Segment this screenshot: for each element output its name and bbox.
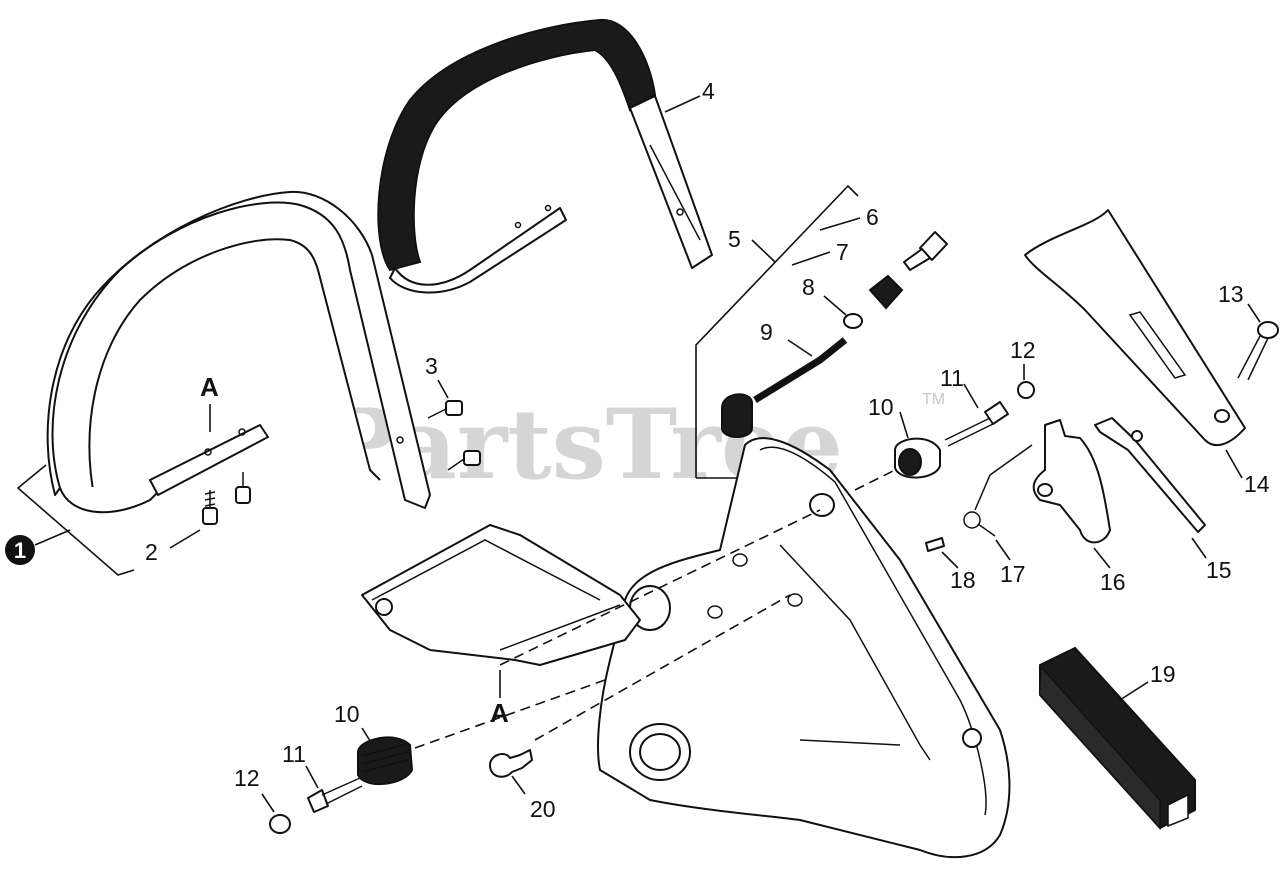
callout-17-leader: [995, 539, 1011, 561]
callout-10-lower[interactable]: 10: [334, 701, 360, 727]
callout-13[interactable]: 13: [1218, 281, 1244, 307]
part-12-lower-washer[interactable]: [269, 814, 291, 834]
kit-bracket-5-9: [695, 184, 859, 478]
callout-14[interactable]: 14: [1244, 471, 1270, 497]
callout-1-leader: [34, 529, 71, 546]
part-13-screw[interactable]: [1237, 321, 1279, 381]
callout-16-leader: [1093, 547, 1111, 569]
part-17-spring[interactable]: [963, 444, 1033, 537]
callout-5[interactable]: 5: [728, 226, 741, 252]
callout-4-leader: [664, 95, 701, 113]
callout-4[interactable]: 4: [702, 78, 715, 104]
callout-12-lower-leader: [261, 793, 275, 813]
callout-6-leader: [819, 217, 861, 231]
rear-handle-body[interactable]: [361, 437, 1011, 859]
part-19-grip[interactable]: [1039, 646, 1196, 830]
callout-6[interactable]: 6: [866, 204, 879, 230]
callout-12-lower[interactable]: 12: [234, 765, 260, 791]
callout-8[interactable]: 8: [802, 274, 815, 300]
callout-11-upper-leader: [963, 383, 979, 409]
part-11-lower-bolt[interactable]: [307, 777, 363, 813]
part-20-fitting[interactable]: [489, 749, 533, 778]
callout-2[interactable]: 2: [145, 539, 158, 565]
part-8-ring[interactable]: [843, 313, 863, 329]
callout-18-leader: [941, 551, 959, 569]
callout-20-leader: [511, 775, 526, 795]
part-15-lever[interactable]: [1094, 417, 1206, 533]
reference-mark-a-upper: A: [200, 372, 219, 402]
callout-7[interactable]: 7: [836, 239, 849, 265]
callout-1-label: 1: [14, 538, 26, 563]
reference-mark-a-lower: A: [490, 698, 509, 728]
assembly-line-upper: [854, 469, 896, 491]
part-2-screws[interactable]: [202, 472, 251, 525]
part-14-handle-cover[interactable]: [1024, 209, 1246, 447]
callout-8-leader: [823, 295, 847, 316]
callout-3[interactable]: 3: [425, 353, 438, 379]
watermark-trademark: TM: [922, 391, 945, 408]
callout-16[interactable]: 16: [1100, 569, 1126, 595]
assembly-line-lower: [414, 679, 606, 749]
callout-1[interactable]: 1: [5, 535, 35, 565]
part-10-upper-mount[interactable]: [894, 437, 941, 479]
assembly-line-20: [534, 594, 791, 741]
callout-11-upper[interactable]: 11: [940, 365, 964, 391]
part-4-top-handle[interactable]: [377, 18, 713, 294]
callout-15-leader: [1191, 537, 1207, 559]
callout-11-lower-leader: [305, 765, 319, 789]
part-1-front-guard[interactable]: [46, 190, 431, 514]
callout-11-lower[interactable]: 11: [282, 741, 306, 767]
part-12-upper-washer[interactable]: [1017, 381, 1035, 399]
callout-10-lower-leader: [361, 727, 373, 745]
part-7-grommet[interactable]: [868, 274, 904, 310]
callout-3-leader: [437, 379, 449, 399]
part-16-trigger[interactable]: [1032, 419, 1111, 544]
callout-13-leader: [1247, 303, 1261, 323]
part-11-upper-bolt[interactable]: [944, 401, 1009, 447]
part-9-hose-fitting[interactable]: [721, 337, 848, 438]
callout-19-leader: [1119, 681, 1149, 701]
assembly-line-a: [499, 509, 821, 666]
part-6-pin[interactable]: [903, 231, 948, 271]
callout-19[interactable]: 19: [1150, 661, 1176, 687]
part-18-pin[interactable]: [925, 537, 945, 552]
callout-9[interactable]: 9: [760, 319, 773, 345]
callout-15[interactable]: 15: [1206, 557, 1232, 583]
callout-5-leader: [751, 239, 776, 263]
part-10-lower-mount[interactable]: [357, 736, 414, 786]
part-3-screws[interactable]: [427, 400, 481, 471]
callout-17[interactable]: 17: [1000, 561, 1026, 587]
callout-12-upper[interactable]: 12: [1010, 337, 1036, 363]
callout-2-leader: [169, 529, 201, 549]
callout-20[interactable]: 20: [530, 796, 556, 822]
callout-7-leader: [791, 251, 831, 266]
callout-10-upper-leader: [899, 411, 909, 439]
callout-18[interactable]: 18: [950, 567, 976, 593]
callout-9-leader: [787, 339, 813, 357]
callout-10-upper[interactable]: 10: [868, 394, 894, 420]
callout-14-leader: [1225, 449, 1243, 479]
